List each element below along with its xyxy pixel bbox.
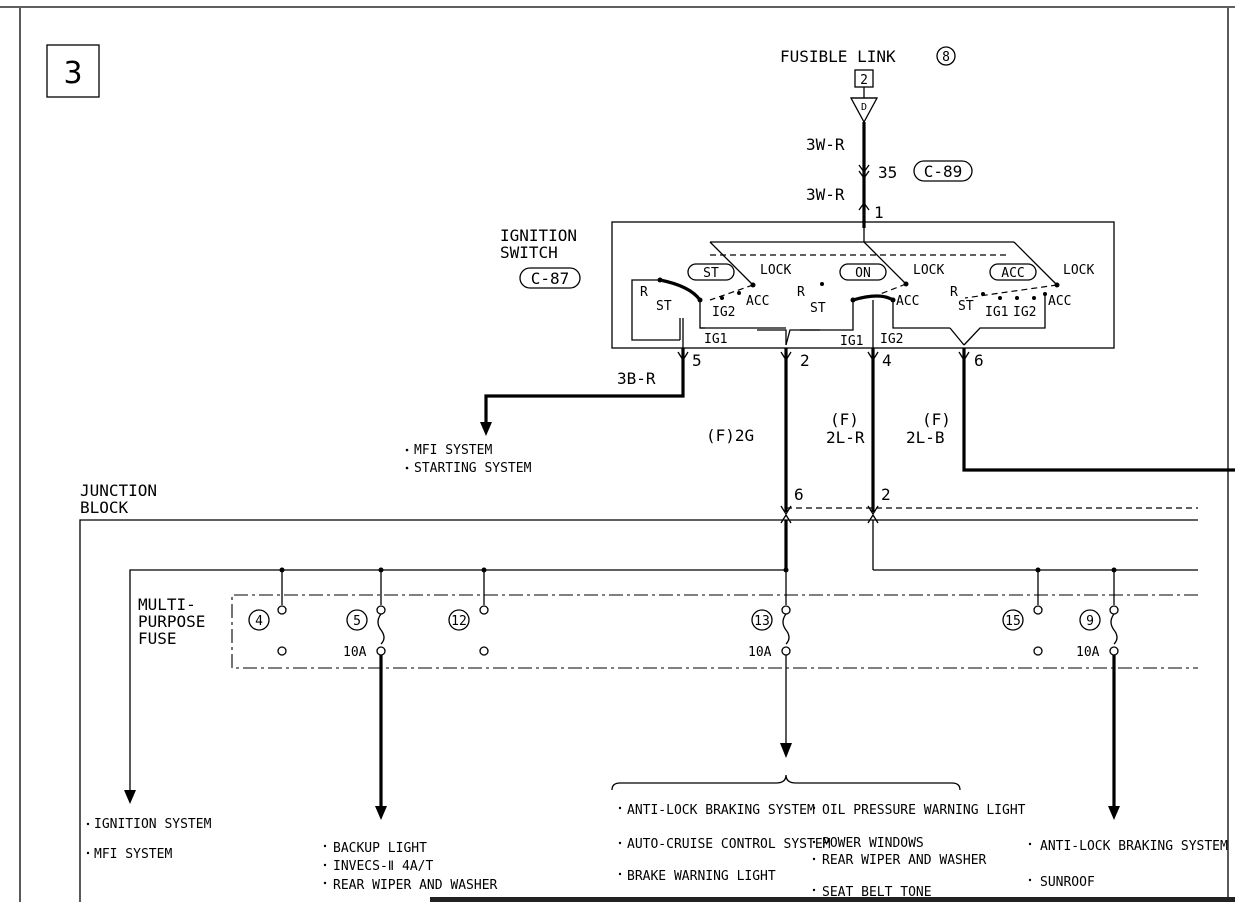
contact-label-r: R <box>640 285 648 300</box>
fuse9-circuit-2: SUNROOF <box>1040 875 1095 890</box>
fuse13-right-circuit-2: POWER WINDOWS <box>822 836 924 851</box>
fusible-link-terminal: 2 <box>860 73 868 88</box>
contact-label-ig2-on: IG2 <box>880 332 903 347</box>
contact-label-ig2-acc: IG2 <box>1013 305 1036 320</box>
contact-label-lock: LOCK <box>760 263 791 278</box>
contact-label-ig1-on: IG1 <box>840 334 863 349</box>
fuse-13: 13 10A <box>611 567 961 791</box>
fuse-15: 15 <box>1002 567 1043 656</box>
bottom-bar <box>430 897 1235 902</box>
position-acc: ACC <box>1001 266 1024 281</box>
top-wire-color-lower: 3W-R <box>806 185 845 204</box>
fusible-link-connector-letter: D <box>861 102 867 113</box>
circuit-labels: IGNITION SYSTEM MFI SYSTEM BACKUP LIGHT … <box>86 803 1228 900</box>
pin5-target-1: MFI SYSTEM <box>414 443 492 458</box>
pin4-wire-color: 2L-R <box>826 428 865 447</box>
fuse13-left-circuit-3: BRAKE WARNING LIGHT <box>627 869 776 884</box>
switch-pin-6: 6 <box>974 351 984 370</box>
contact-label-ig2: IG2 <box>712 305 735 320</box>
fuse-12: 12 <box>448 567 489 656</box>
mp-fuse-title-3: FUSE <box>138 629 177 648</box>
switch-pin-5: 5 <box>692 351 702 370</box>
contact-label-lock-acc: LOCK <box>1063 263 1094 278</box>
contact-label-lock-on: LOCK <box>913 263 944 278</box>
fuse-5: 5 10A <box>343 567 387 820</box>
fusible-link-label: FUSIBLE LINK <box>780 47 896 66</box>
switch-pin-2: 2 <box>800 351 810 370</box>
ignition-switch: IGNITION SWITCH C-87 ST LOCK R ST IG2 AC… <box>500 221 1115 370</box>
top-wire: 3W-R 35 C-89 3W-R 1 <box>806 122 973 228</box>
fusible-link: FUSIBLE LINK 8 2 D <box>780 46 956 124</box>
junction-block: JUNCTION BLOCK 6 2 <box>79 481 1198 902</box>
output-wires: 3B-R MFI SYSTEM STARTING SYSTEM (F)2G (F… <box>405 348 1235 512</box>
contact-label-ig1-acc: IG1 <box>985 305 1008 320</box>
pin2-wire-color: (F)2G <box>706 426 754 445</box>
ignition-switch-housing <box>611 221 1115 349</box>
contact-label-acc-on: ACC <box>896 294 919 309</box>
fusible-link-number: 8 <box>942 50 950 65</box>
mp-fuse-title-2: PURPOSE <box>138 612 205 631</box>
pin6-wire-prefix: (F) <box>922 410 951 429</box>
page-number: 3 <box>63 56 82 91</box>
multi-purpose-fuse: MULTI- PURPOSE FUSE 4 5 10A <box>138 567 1198 820</box>
contact-label-st: ST <box>656 299 672 314</box>
fuse5-circuit-1: BACKUP LIGHT <box>333 841 427 856</box>
page-frame <box>0 6 1235 902</box>
fuse-12-number: 12 <box>451 614 467 629</box>
ignition-switch-connector: C-87 <box>531 269 570 288</box>
fuse13-left-circuit-1: ANTI-LOCK BRAKING SYSTEM <box>627 803 815 818</box>
page-number-box: 3 <box>46 44 100 98</box>
switch-pin-4: 4 <box>882 351 892 370</box>
junction-block-title-1: JUNCTION <box>80 481 157 500</box>
ignition-switch-title-2: SWITCH <box>500 243 558 262</box>
fuse-13-rating: 10A <box>748 645 772 660</box>
mp-fuse-title-1: MULTI- <box>138 595 196 614</box>
fuse13-right-circuit-4: SEAT BELT TONE <box>822 885 932 900</box>
fuse4-circuit-2: MFI SYSTEM <box>94 847 172 862</box>
fuse5-circuit-3: REAR WIPER AND WASHER <box>333 878 498 893</box>
contact-label-r-acc: R <box>950 285 958 300</box>
fuse-5-rating: 10A <box>343 645 367 660</box>
position-on: ON <box>855 266 871 281</box>
fuse13-right-circuit-1: OIL PRESSURE WARNING LIGHT <box>822 803 1026 818</box>
contact-label-st-acc: ST <box>958 299 974 314</box>
pin6-wire-color: 2L-B <box>906 428 945 447</box>
top-wire-connector: C-89 <box>924 162 963 181</box>
contact-label-acc-acc: ACC <box>1048 294 1071 309</box>
switch-pin-1: 1 <box>874 203 884 222</box>
ignition-switch-title-1: IGNITION <box>500 226 577 245</box>
fuse-4: 4 <box>248 567 287 656</box>
fuse-4-number: 4 <box>255 614 263 629</box>
contact-label-ig1-left: IG1 <box>704 332 727 347</box>
top-wire-pin: 35 <box>878 163 897 182</box>
fuse4-circuit-1: IGNITION SYSTEM <box>94 817 212 832</box>
fuse13-right-circuit-3: REAR WIPER AND WASHER <box>822 853 987 868</box>
fuse-9-rating: 10A <box>1076 645 1100 660</box>
contact-label-r-on: R <box>797 285 805 300</box>
junction-pin-2: 2 <box>881 485 891 504</box>
pin5-target-2: STARTING SYSTEM <box>414 461 532 476</box>
pin4-wire-prefix: (F) <box>830 410 859 429</box>
fuse13-left-circuit-2: AUTO-CRUISE CONTROL SYSTEM <box>627 837 831 852</box>
fuse-5-number: 5 <box>353 614 361 629</box>
top-wire-color-upper: 3W-R <box>806 135 845 154</box>
junction-pin-6: 6 <box>794 485 804 504</box>
fuse-9: 9 10A <box>1076 567 1120 820</box>
fuse-13-number: 13 <box>754 614 770 629</box>
contact-label-acc: ACC <box>746 294 769 309</box>
position-st: ST <box>703 266 719 281</box>
pin5-wire-color: 3B-R <box>617 369 656 388</box>
fuse9-circuit-1: ANTI-LOCK BRAKING SYSTEM <box>1040 839 1228 854</box>
contact-label-st-on: ST <box>810 301 826 316</box>
fuse-9-number: 9 <box>1086 614 1094 629</box>
junction-block-title-2: BLOCK <box>80 498 129 517</box>
fuse5-circuit-2: INVECS-Ⅱ 4A/T <box>333 859 433 874</box>
fuse-15-number: 15 <box>1005 614 1021 629</box>
